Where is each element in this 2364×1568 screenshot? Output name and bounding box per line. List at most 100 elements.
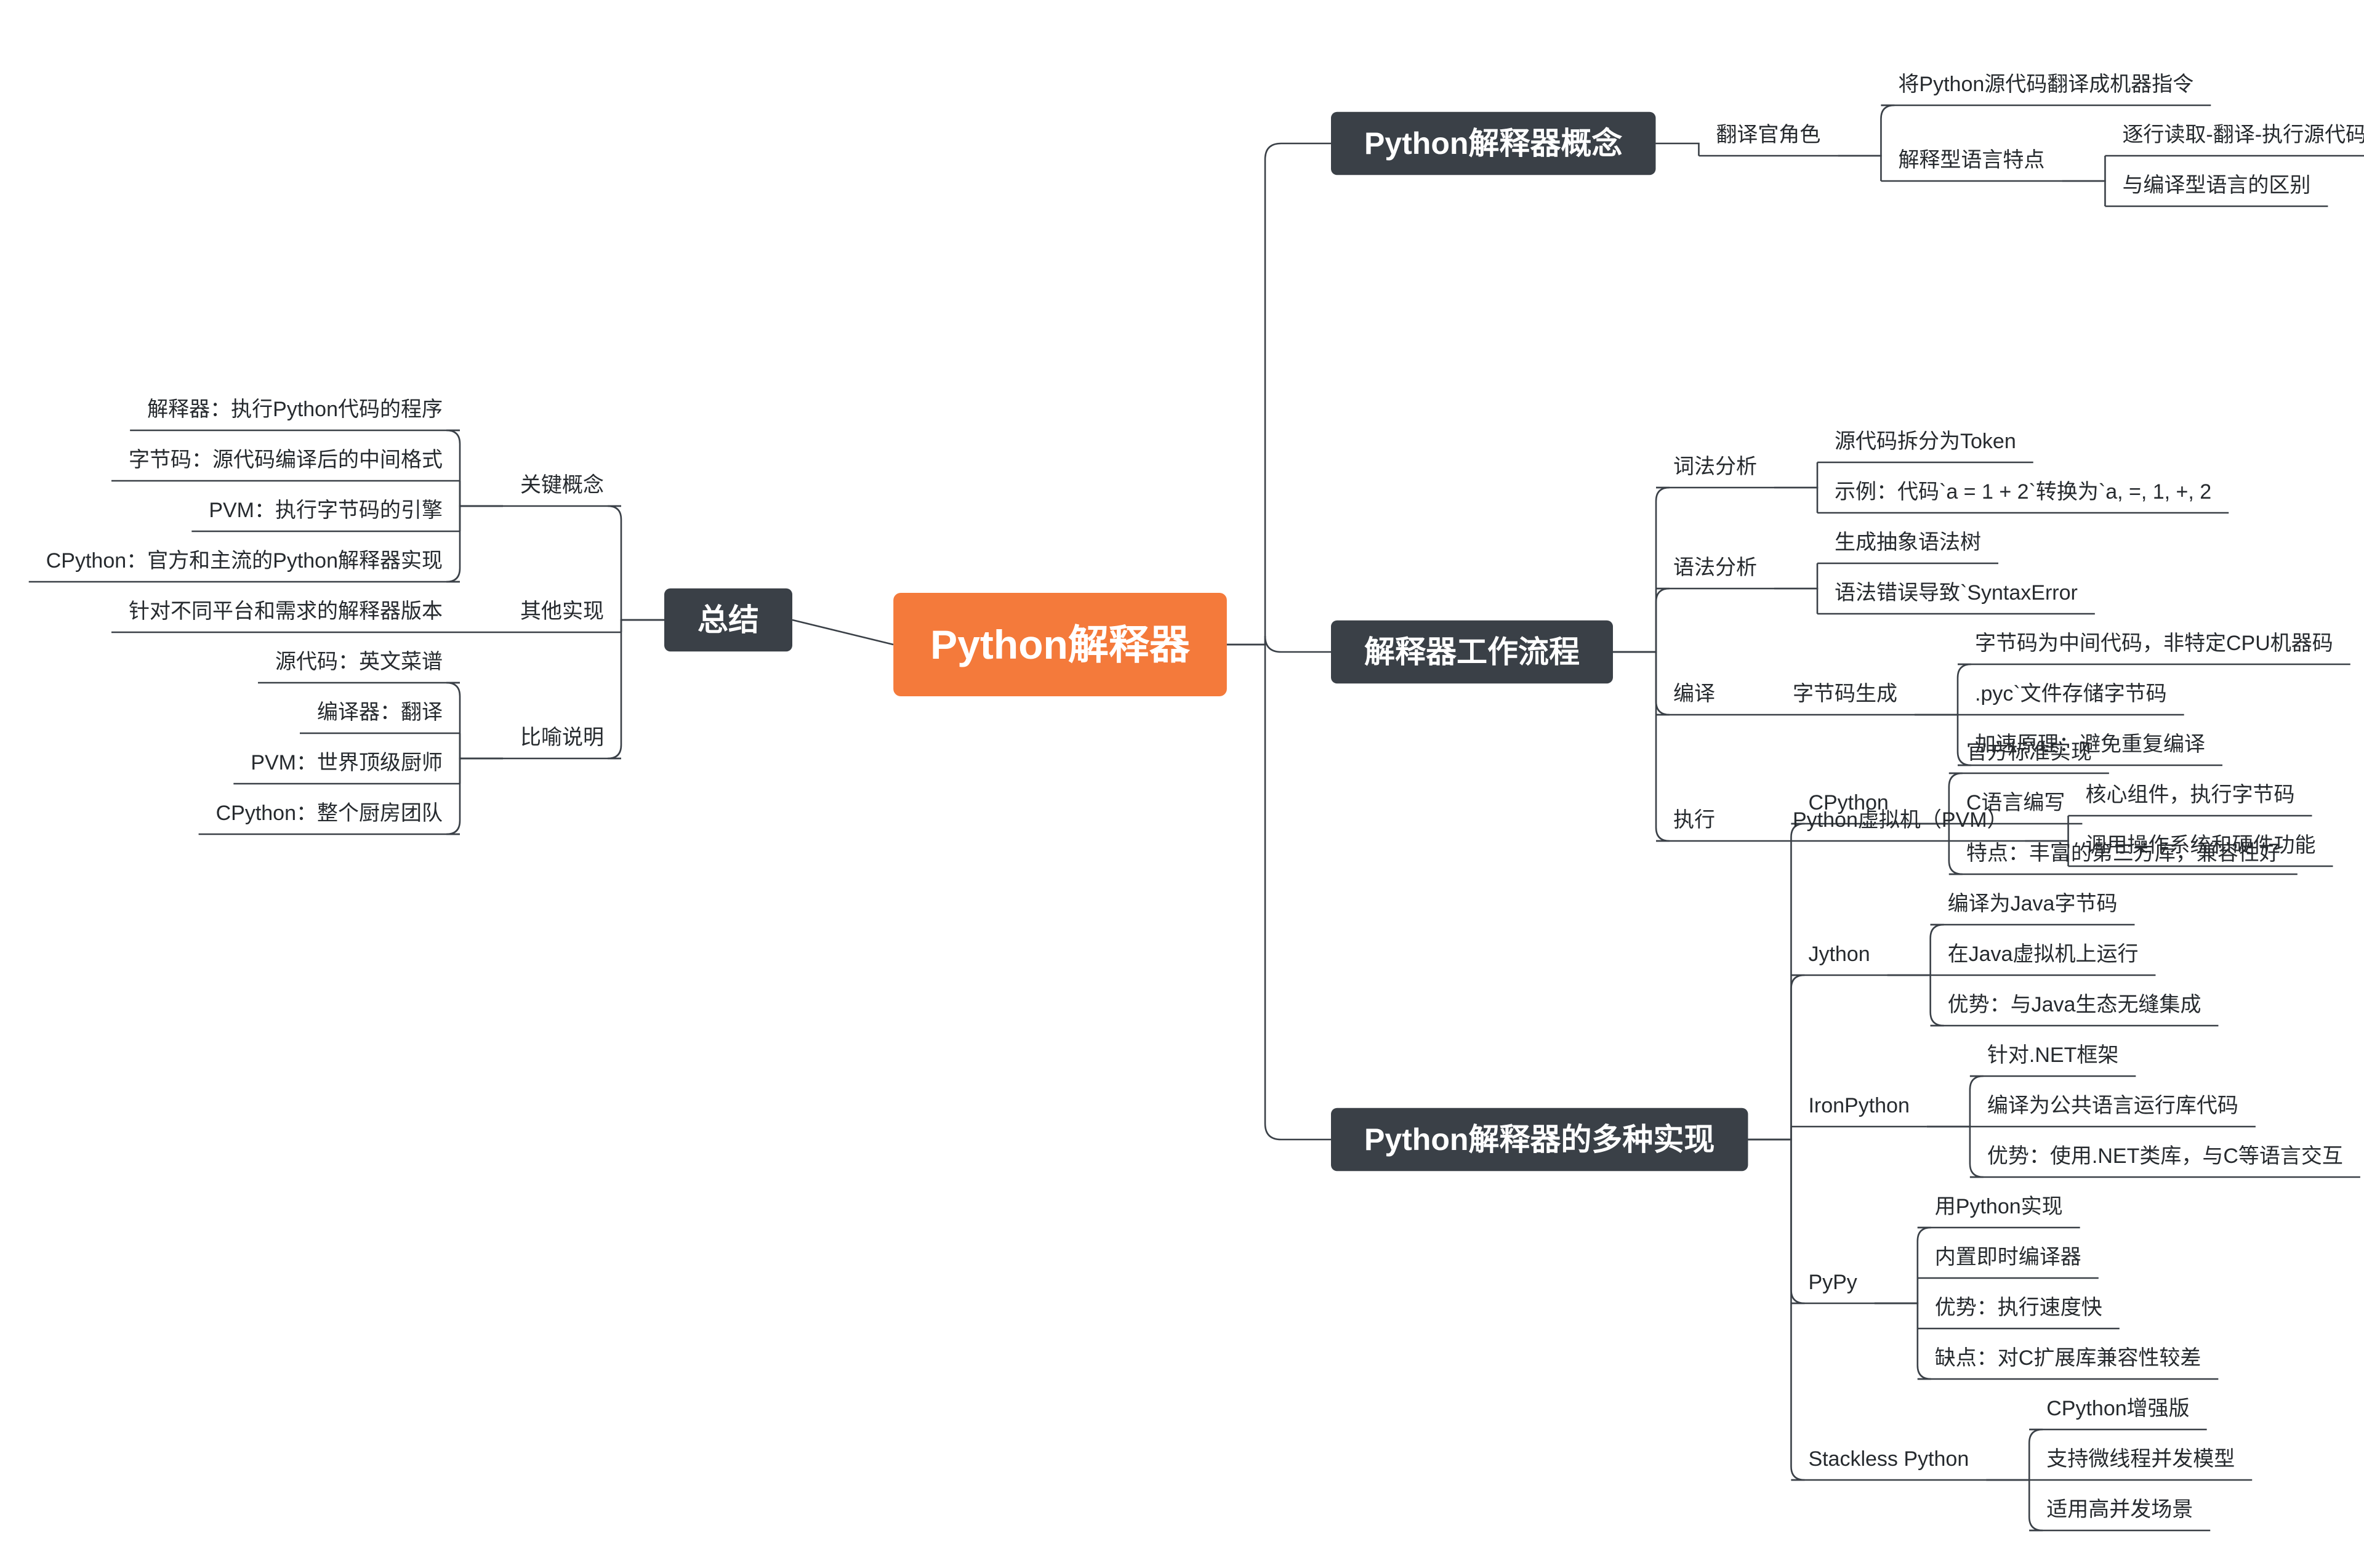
branch-implementations-ironpython-优势-使用-net类库-与c等语言交互: 优势：使用.NET类库，与C等语言交互 <box>1987 1144 2343 1168</box>
branch-workflow-语法分析-语法错误导致-syntaxerror: 语法错误导致`SyntaxError <box>1835 581 2078 605</box>
connector <box>1774 563 1819 590</box>
branch-concept-翻译官角色-解释型语言特点: 解释型语言特点 <box>1898 148 2044 172</box>
connector <box>1874 1278 1919 1305</box>
branch-concept-翻译官角色-解释型语言特点-逐行读取-翻译-执行源代码: 逐行读取-翻译-执行源代码 <box>2122 123 2364 147</box>
branch-concept-翻译官角色-将python源代码翻译成机器指令: 将Python源代码翻译成机器指令 <box>1898 73 2193 96</box>
branch-concept-box <box>1331 111 1656 175</box>
connector <box>446 757 503 835</box>
connector <box>446 429 503 507</box>
branch-workflow-语法分析-生成抽象语法树: 生成抽象语法树 <box>1835 531 1981 554</box>
branch-workflow-执行: 执行 <box>1673 808 1715 832</box>
branch-implementations-stackless-python: Stackless Python <box>1808 1447 1969 1471</box>
connector <box>1774 587 1819 614</box>
connector <box>1887 974 1944 1027</box>
connector <box>1874 1226 1931 1305</box>
branch-implementations-box <box>1331 1108 1748 1172</box>
connector <box>1986 1428 2043 1481</box>
branch-implementations-pypy-优势-执行速度快: 优势：执行速度快 <box>1935 1296 2102 1319</box>
connector <box>1887 923 1944 976</box>
branch-workflow-label: 解释器工作流程 <box>1364 635 1580 669</box>
connector <box>1613 651 1670 842</box>
branch-summary-比喻说明-pvm-世界顶级厨师: PVM：世界顶级厨师 <box>251 751 443 774</box>
branch-implementations-cpython: CPython <box>1808 791 1888 814</box>
connector <box>2062 180 2106 206</box>
connector-lines <box>28 104 2364 1532</box>
branch-workflow-词法分析-示例-代码-a-1-2-转换为-a-1-2: 示例：代码`a = 1 + 2`转换为`a, =, 1, +, 2 <box>1835 480 2211 504</box>
branch-implementations-jython-优势-与java生态无缝集成: 优势：与Java生态无缝集成 <box>1948 993 2201 1016</box>
connector <box>446 681 503 760</box>
connector <box>607 505 664 621</box>
branch-implementations-ironpython-编译为公共语言运行库代码: 编译为公共语言运行库代码 <box>1987 1094 2238 1117</box>
branch-summary-label: 总结 <box>698 603 759 637</box>
connector <box>1613 587 1670 653</box>
connector <box>1915 714 1972 766</box>
branch-implementations-stackless-python-支持微线程并发模型: 支持微线程并发模型 <box>2046 1447 2235 1471</box>
connector <box>620 619 664 632</box>
branch-workflow[interactable]: 解释器工作流程 <box>1331 620 1613 684</box>
branch-implementations-pypy-用python实现: 用Python实现 <box>1935 1195 2063 1218</box>
connector <box>459 505 503 531</box>
branch-workflow-执行-python虚拟机-pvm: Python虚拟机（PVM） <box>1793 808 2008 832</box>
branch-implementations-stackless-python-适用高并发场景: 适用高并发场景 <box>2046 1498 2193 1521</box>
branch-summary-比喻说明-cpython-整个厨房团队: CPython：整个厨房团队 <box>216 802 443 825</box>
root-box <box>893 593 1227 696</box>
branch-summary-关键概念-字节码-源代码编译后的中间格式: 字节码：源代码编译后的中间格式 <box>129 448 443 472</box>
branch-implementations-label: Python解释器的多种实现 <box>1364 1122 1715 1157</box>
connector <box>1774 462 1819 489</box>
branch-concept-label: Python解释器概念 <box>1364 126 1622 161</box>
connector <box>459 757 503 784</box>
branch-summary-其他实现-针对不同平台和需求的解释器版本: 针对不同平台和需求的解释器版本 <box>129 600 443 623</box>
connector <box>1874 1302 1931 1380</box>
branch-concept[interactable]: Python解释器概念 <box>1331 111 1656 175</box>
branch-summary-其他实现: 其他实现 <box>520 600 604 623</box>
connector <box>1926 1125 1984 1178</box>
branch-workflow-执行-python虚拟机-pvm-核心组件-执行字节码: 核心组件，执行字节码 <box>2086 783 2295 806</box>
connector <box>1986 1479 2043 1532</box>
connector <box>1226 635 1331 653</box>
nodes: Python解释器Python解释器概念翻译官角色将Python源代码翻译成机器… <box>46 73 2364 1521</box>
connector <box>1613 651 1670 716</box>
branch-workflow-编译-字节码生成-加速原理-避免重复编译: 加速原理：避免重复编译 <box>1975 733 2205 756</box>
branch-summary[interactable]: 总结 <box>664 588 792 652</box>
connector <box>459 481 503 507</box>
branch-workflow-box <box>1331 620 1613 684</box>
branch-implementations-pypy: PyPy <box>1808 1271 1857 1294</box>
connector <box>1874 1302 1919 1329</box>
branch-implementations-ironpython: IronPython <box>1808 1094 1909 1117</box>
branch-implementations-cpython-特点-丰富的第三方库-兼容性好: 特点：丰富的第三方库，兼容性好 <box>1966 842 2280 865</box>
branch-implementations-pypy-缺点-对c扩展库兼容性较差: 缺点：对C扩展库兼容性较差 <box>1935 1346 2201 1370</box>
connector <box>792 619 894 646</box>
connector <box>2025 840 2069 866</box>
connector <box>2025 816 2069 842</box>
branch-summary-关键概念-cpython-官方和主流的python解释器实现: CPython：官方和主流的Python解释器实现 <box>46 549 443 573</box>
connector <box>1905 822 1963 875</box>
branch-workflow-编译-字节码生成-字节码为中间代码-非特定cpu机器码: 字节码为中间代码，非特定CPU机器码 <box>1975 632 2333 655</box>
branch-summary-比喻说明-源代码-英文菜谱: 源代码：英文菜谱 <box>275 650 443 673</box>
connector <box>1748 822 1805 1141</box>
branch-implementations-cpython-c语言编写: C语言编写 <box>1966 791 2065 814</box>
root-topic[interactable]: Python解释器 <box>893 593 1227 696</box>
branch-workflow-编译-字节码生成: 字节码生成 <box>1793 682 1897 706</box>
branch-implementations-pypy-内置即时编译器: 内置即时编译器 <box>1935 1245 2081 1269</box>
connector <box>446 505 503 583</box>
branch-workflow-编译: 编译 <box>1673 682 1715 706</box>
branch-workflow-执行-python虚拟机-pvm-调用操作系统和硬件功能: 调用操作系统和硬件功能 <box>2086 834 2316 857</box>
connector <box>1655 142 1700 156</box>
branch-implementations[interactable]: Python解释器的多种实现 <box>1331 1108 1748 1172</box>
branch-implementations-cpython-官方标准实现: 官方标准实现 <box>1966 741 2092 764</box>
connector <box>1226 142 1331 646</box>
connector <box>459 733 503 760</box>
branch-workflow-词法分析: 词法分析 <box>1673 455 1757 478</box>
branch-workflow-词法分析-源代码拆分为token: 源代码拆分为Token <box>1835 430 2016 453</box>
branch-summary-比喻说明-编译器-翻译: 编译器：翻译 <box>317 701 443 724</box>
branch-summary-比喻说明: 比喻说明 <box>520 726 604 749</box>
connector <box>1838 104 1895 157</box>
branch-implementations-jython: Jython <box>1808 943 1870 966</box>
connector <box>1748 974 1805 1141</box>
connector <box>1838 155 1882 181</box>
branch-concept-翻译官角色-解释型语言特点-与编译型语言的区别: 与编译型语言的区别 <box>2122 174 2310 197</box>
branch-implementations-jython-编译为java字节码: 编译为Java字节码 <box>1948 892 2118 915</box>
branch-summary-关键概念-pvm-执行字节码的引擎: PVM：执行字节码的引擎 <box>209 499 443 522</box>
